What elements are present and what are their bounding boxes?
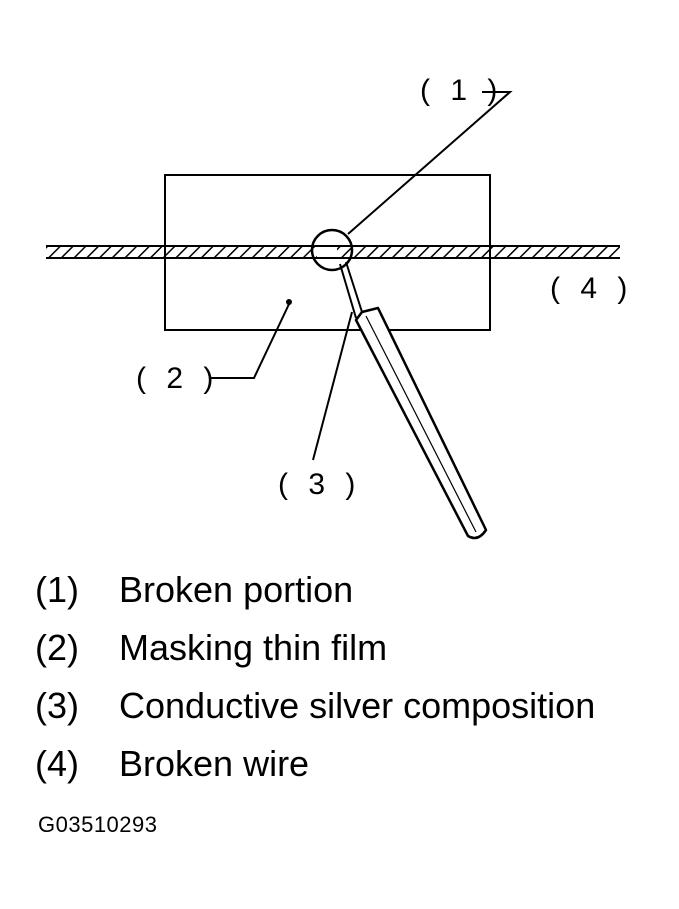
- wire-gap: [317, 247, 337, 257]
- legend-text: Conductive silver composition: [119, 685, 596, 726]
- broken-portion-circle: [310, 228, 354, 272]
- legend-item: (1) Broken portion: [35, 568, 665, 626]
- legend-marker: (2): [35, 627, 79, 668]
- leader-dot-2: [286, 299, 292, 305]
- figure-code: G03510293: [38, 812, 158, 837]
- legend-marker: (4): [35, 743, 79, 784]
- repair-diagram: ( 1 ) ( 2 ) ( 3 ) ( 4 ): [46, 74, 633, 540]
- callout-4: ( 4 ): [550, 272, 633, 305]
- applicator-pen: [339, 261, 488, 540]
- legend-item: (3) Conductive silver composition: [35, 684, 665, 742]
- leader-line-3: [312, 311, 353, 461]
- legend-marker: (1): [35, 569, 79, 610]
- legend: (1) Broken portion (2) Masking thin film…: [35, 568, 665, 800]
- legend-text: Masking thin film: [119, 627, 388, 668]
- legend-text: Broken wire: [119, 743, 310, 784]
- legend-item: (4) Broken wire: [35, 742, 665, 800]
- leader-line-1: [347, 91, 513, 235]
- callout-1: ( 1 ): [420, 74, 503, 107]
- callout-2: ( 2 ): [136, 362, 219, 395]
- legend-item: (2) Masking thin film: [35, 626, 665, 684]
- callout-3: ( 3 ): [278, 468, 361, 501]
- legend-text: Broken portion: [119, 569, 354, 610]
- legend-marker: (3): [35, 685, 79, 726]
- leader-line-2: [210, 301, 291, 379]
